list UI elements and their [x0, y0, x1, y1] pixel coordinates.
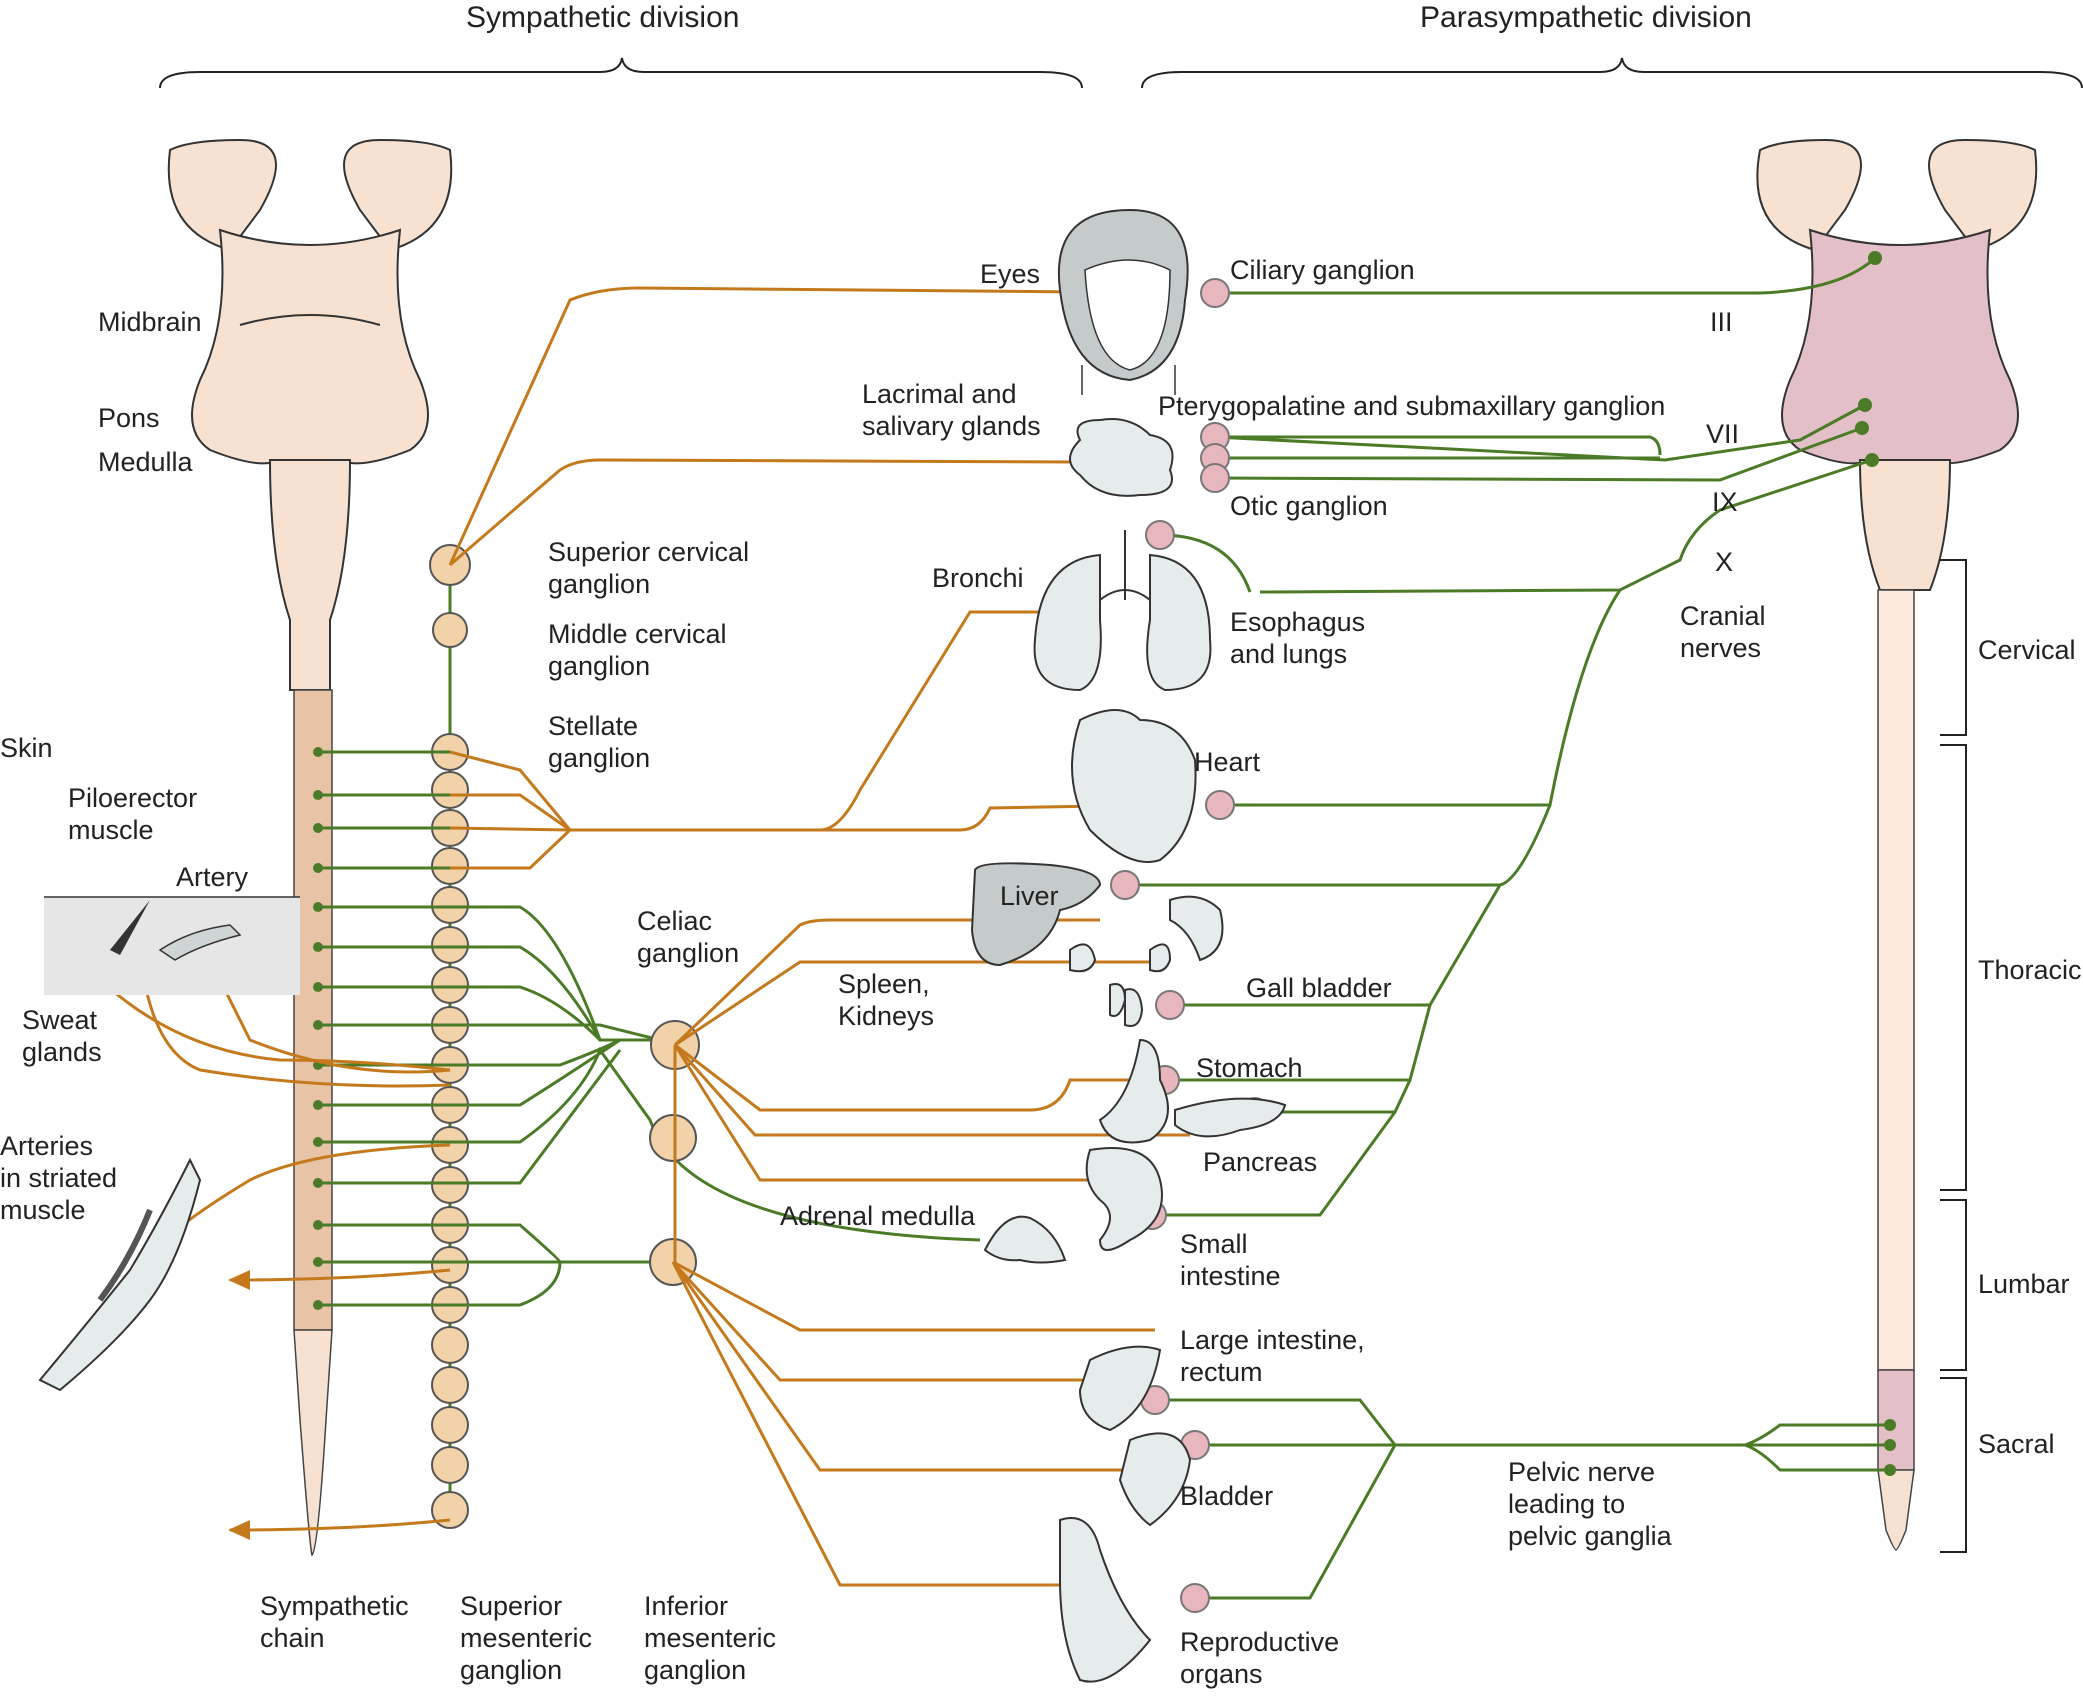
lumbar-region-label: Lumbar	[1978, 1269, 2070, 1299]
thoracic-region-label: Thoracic	[1978, 955, 2082, 985]
pancreas-label: Pancreas	[1203, 1147, 1318, 1177]
piloerector-muscle-label: Piloerector muscle	[68, 783, 198, 845]
spinal-region-brackets	[1940, 559, 1967, 1553]
cranial-nerve-IX-label: IX	[1712, 487, 1738, 517]
spleen-kidneys-label: Spleen, Kidneys	[838, 969, 935, 1031]
organ-reproductive	[1059, 1517, 1152, 1683]
sympathetic-postganglionic-fibers	[88, 286, 1190, 1587]
inferior-mesenteric-ganglion-label: Inferior mesenteric ganglion	[644, 1591, 777, 1685]
cranial-nerves-label: Cranial nerves	[1680, 601, 1766, 663]
midbrain-label: Midbrain	[98, 307, 202, 337]
prevertebral-ganglia	[649, 1020, 700, 1286]
organ-lungs	[1033, 530, 1212, 692]
heart-label: Heart	[1194, 747, 1261, 777]
sympathetic-brace	[159, 57, 1083, 89]
large-intestine-label: Large intestine, rectum	[1180, 1325, 1365, 1387]
cranial-nerve-VII-label: VII	[1706, 419, 1740, 449]
cervical-region-label: Cervical	[1978, 635, 2076, 665]
arteries-striated-muscle-label: Arteries in striated muscle	[0, 1131, 118, 1225]
organ-lacrimal-glands	[1069, 418, 1174, 497]
parasympathetic-fibers	[1125, 256, 1890, 1600]
celiac-ganglion-label: Celiac ganglion	[637, 906, 740, 968]
skin-patch	[44, 896, 300, 995]
middle-cervical-ganglion-label: Middle cervical ganglion	[548, 619, 727, 681]
stellate-ganglion-label: Stellate ganglion	[548, 711, 651, 773]
organ-stomach	[1098, 1038, 1169, 1144]
sweat-glands-label: Sweat glands	[22, 1005, 102, 1067]
sympathetic-division-title: Sympathetic division	[466, 1, 740, 34]
pons-label: Pons	[98, 403, 160, 433]
cord-exit-dots	[313, 747, 323, 1310]
small-intestine-label: Small intestine	[1180, 1229, 1281, 1291]
parasympathetic-brace	[1141, 57, 2083, 89]
organ-liver	[970, 862, 1102, 967]
sympathetic-chain-ganglia	[429, 544, 471, 1529]
sympathetic-preganglionic-fibers	[318, 750, 981, 1307]
otic-ganglion-label: Otic ganglion	[1230, 491, 1388, 521]
pelvic-nerve-label: Pelvic nerve leading to pelvic ganglia	[1508, 1457, 1672, 1551]
artery-label: Artery	[176, 862, 249, 892]
reproductive-organs-label: Reproductive organs	[1180, 1627, 1340, 1689]
pterygopalatine-ganglion-label: Pterygopalatine and submaxillary ganglio…	[1158, 391, 1666, 421]
organ-small-intestine	[1085, 1147, 1163, 1251]
sacral-region-label: Sacral	[1978, 1429, 2055, 1459]
superior-cervical-ganglion-label: Superior cervical ganglion	[548, 537, 750, 599]
organ-kidneys	[1069, 943, 1172, 1017]
skin-label: Skin	[0, 733, 53, 763]
ciliary-ganglion-label: Ciliary ganglion	[1230, 255, 1415, 285]
exit-arrows	[228, 1270, 250, 1540]
left-brainstem	[167, 138, 453, 691]
organ-bladder	[1118, 1432, 1192, 1527]
organ-large-intestine	[1078, 1345, 1162, 1432]
organ-spleen	[1169, 895, 1224, 962]
parasympathetic-division-title: Parasympathetic division	[1420, 1, 1752, 34]
organ-gall-bladder	[1124, 988, 1144, 1027]
eyes-label: Eyes	[980, 259, 1041, 289]
organ-adrenal	[983, 1215, 1067, 1264]
adrenal-medulla-label: Adrenal medulla	[780, 1201, 976, 1231]
organ-head	[1057, 208, 1189, 395]
right-brainstem	[1756, 138, 2038, 591]
bronchi-label: Bronchi	[932, 563, 1024, 593]
bladder-label: Bladder	[1180, 1481, 1274, 1511]
superior-mesenteric-ganglion-label: Superior mesenteric ganglion	[460, 1591, 593, 1685]
stomach-label: Stomach	[1196, 1053, 1303, 1083]
cranial-nuclei-dots	[1855, 251, 1896, 1476]
gall-bladder-label: Gall bladder	[1246, 973, 1392, 1003]
right-spinal-cord	[1877, 589, 1915, 1551]
organ-heart	[1071, 709, 1197, 863]
left-spinal-cord	[293, 689, 333, 1557]
organ-pancreas	[1174, 1097, 1287, 1138]
cranial-nerve-III-label: III	[1710, 307, 1733, 337]
cranial-nerve-X-label: X	[1715, 547, 1734, 577]
arm-muscle	[38, 1157, 202, 1392]
lacrimal-glands-label: Lacrimal and salivary glands	[862, 379, 1041, 441]
sympathetic-chain-label: Sympathetic chain	[260, 1591, 409, 1653]
esophagus-lungs-label: Esophagus and lungs	[1230, 607, 1366, 669]
medulla-label: Medulla	[98, 447, 193, 477]
liver-label: Liver	[1000, 881, 1059, 911]
